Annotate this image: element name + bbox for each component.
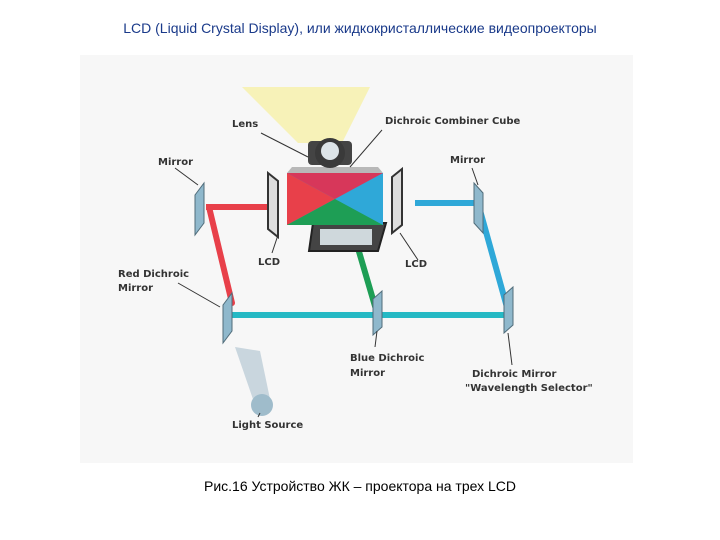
- label-lcd-left: LCD: [258, 257, 280, 268]
- label-red-dichroic-line2: Mirror: [118, 283, 153, 294]
- wavelength-selector-mirror: [503, 285, 514, 335]
- label-combiner-cube: Dichroic Combiner Cube: [385, 116, 521, 127]
- leader-lines: [174, 129, 513, 418]
- light-source: [235, 347, 273, 416]
- label-dichroic-selector-line1: Dichroic Mirror: [472, 369, 557, 380]
- red-dichroic-mirror: [222, 291, 233, 345]
- blue-dichroic-mirror: [372, 289, 383, 337]
- lcd-panels: [267, 166, 403, 252]
- label-blue-dichroic-line2: Mirror: [350, 368, 385, 379]
- figure-caption: Рис.16 Устройство ЖК – проектора на трех…: [204, 478, 516, 494]
- lcd-bottom-screen: [320, 229, 372, 245]
- label-lens: Lens: [232, 119, 258, 130]
- diagram-svg: Lens Dichroic Combiner Cube Mirror Mirro…: [118, 87, 593, 431]
- label-lcd-right: LCD: [405, 259, 427, 270]
- label-mirror-right: Mirror: [450, 155, 485, 166]
- label-dichroic-selector-line2: "Wavelength Selector": [465, 383, 593, 394]
- projected-light-cone: [242, 87, 370, 143]
- label-light-source: Light Source: [232, 420, 303, 431]
- mirrors: [194, 181, 514, 345]
- lcd-projector-diagram: Lens Dichroic Combiner Cube Mirror Mirro…: [80, 55, 633, 463]
- mirror-right: [473, 181, 484, 235]
- red-beam-vertical: [206, 204, 235, 306]
- label-blue-dichroic-line1: Blue Dichroic: [350, 353, 424, 364]
- label-mirror-left: Mirror: [158, 157, 193, 168]
- lcd-left-panel: [267, 170, 279, 240]
- label-red-dichroic-line1: Red Dichroic: [118, 269, 189, 280]
- lcd-right-panel: [391, 166, 403, 236]
- dichroic-combiner-cube: [287, 167, 383, 225]
- lens: [308, 138, 352, 168]
- slide-title: LCD (Liquid Crystal Display), или жидкок…: [123, 20, 597, 36]
- mirror-left: [194, 181, 205, 237]
